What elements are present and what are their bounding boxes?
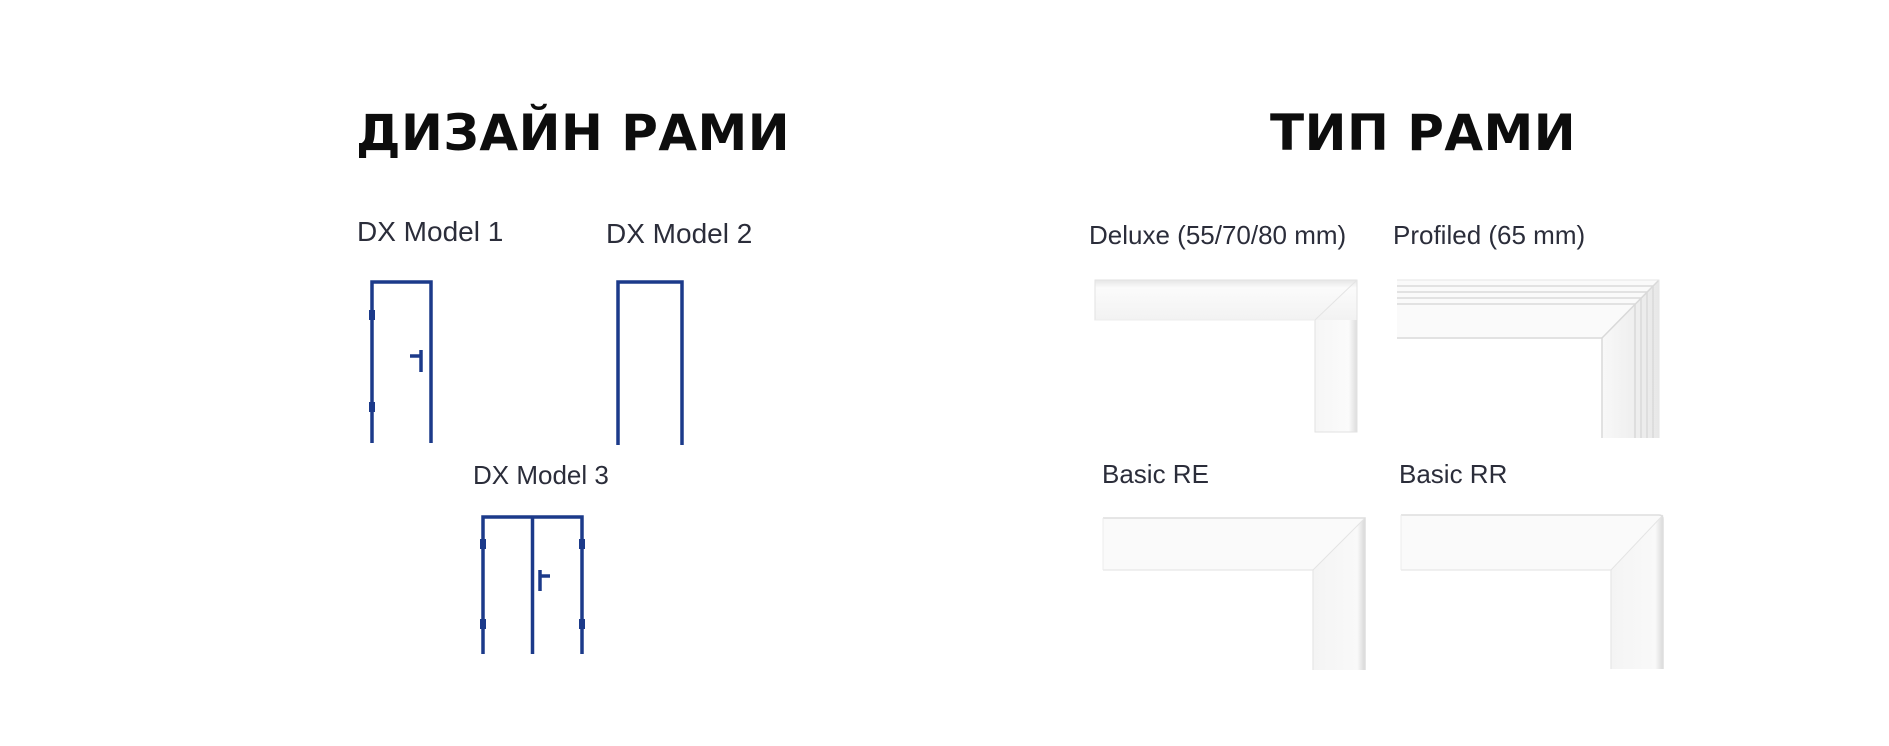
model-3-label: DX Model 3 (473, 460, 609, 490)
profiled-frame-corner-icon (1397, 279, 1660, 438)
empty-frame-icon (616, 280, 684, 445)
deluxe-frame-corner-icon (1094, 279, 1358, 433)
model-2-label: DX Model 2 (606, 218, 753, 249)
basic-rr-frame-corner-icon (1400, 514, 1664, 669)
model-1-label: DX Model 1 (357, 216, 504, 247)
double-door-icon (480, 515, 585, 654)
single-door-with-handle-icon (369, 280, 433, 443)
deluxe-label: Deluxe (55/70/80 mm) (1089, 220, 1347, 250)
frame-design-heading: ДИЗАЙН РАМИ (356, 104, 791, 162)
basic-re-label: Basic RE (1102, 459, 1209, 489)
basic-rr-label: Basic RR (1399, 459, 1508, 489)
frame-type-heading: ТИП РАМИ (1270, 104, 1577, 162)
profiled-label: Profiled (65 mm) (1393, 220, 1586, 250)
basic-re-frame-corner-icon (1102, 517, 1366, 670)
